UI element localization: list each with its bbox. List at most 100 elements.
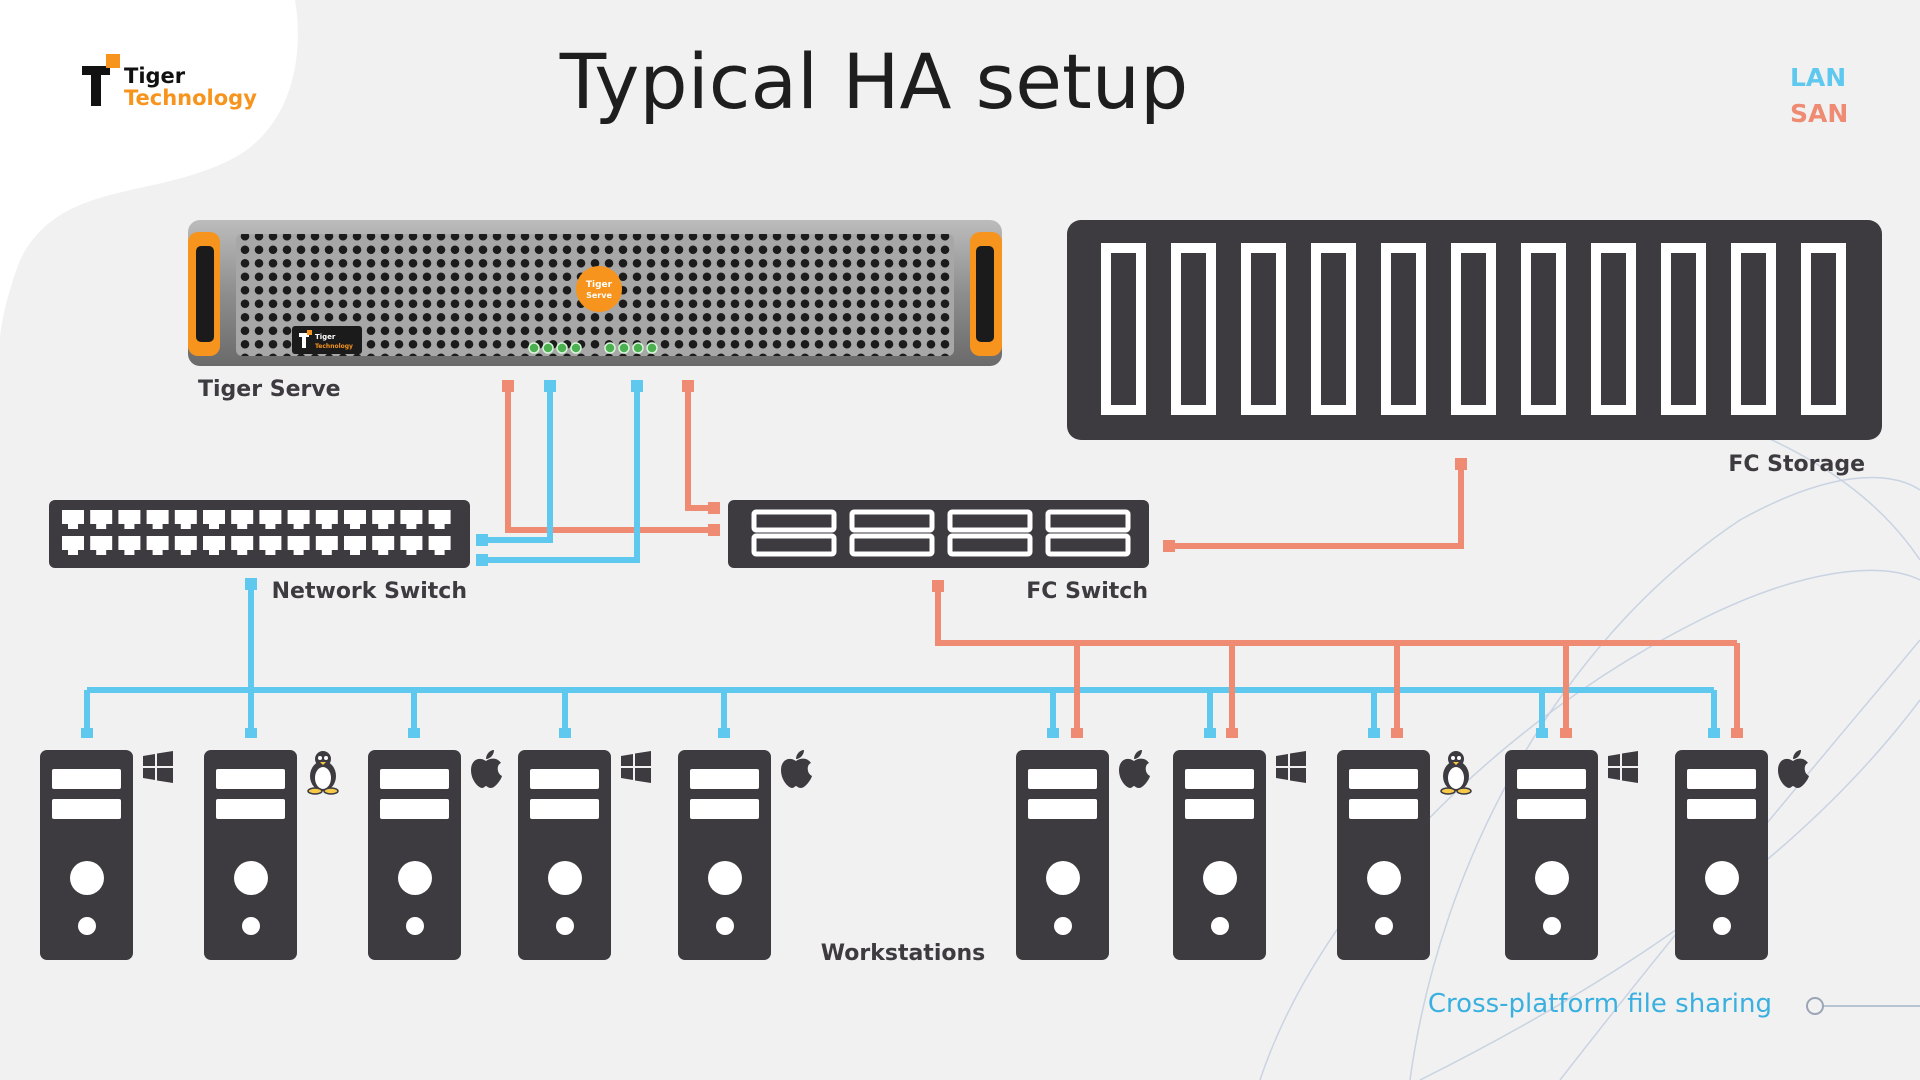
power-button <box>548 861 582 895</box>
label-tiger-serve: Tiger Serve <box>198 377 341 402</box>
drive-bay <box>1185 769 1254 789</box>
drive-bay <box>1349 799 1418 819</box>
switch-port <box>344 536 366 555</box>
power-button <box>398 861 432 895</box>
workstation <box>678 750 812 960</box>
switch-port <box>62 510 84 529</box>
switch-port <box>372 536 395 555</box>
apple-icon <box>1119 750 1150 788</box>
logo-text-technology: Technology <box>124 86 257 110</box>
switch-port <box>315 510 338 529</box>
switch-port <box>231 536 254 555</box>
fc-switch <box>728 500 1149 568</box>
drive-bay <box>530 799 599 819</box>
power-led <box>242 917 260 935</box>
workstation <box>204 750 339 960</box>
switch-port <box>259 536 282 555</box>
switch-port <box>62 536 84 555</box>
lan-cable <box>484 386 640 563</box>
linux-icon <box>307 751 339 795</box>
logo-text-tiger: Tiger <box>124 64 186 88</box>
power-led <box>1054 917 1072 935</box>
workstation <box>1675 750 1809 960</box>
power-led <box>78 917 96 935</box>
switch-port <box>287 536 310 555</box>
workstation <box>518 750 651 960</box>
power-led <box>556 917 574 935</box>
workstation <box>1337 750 1472 960</box>
legend-san: SAN <box>1790 99 1848 128</box>
power-button <box>1367 861 1401 895</box>
drive-bay <box>1028 799 1097 819</box>
power-button <box>1705 861 1739 895</box>
drive-bay <box>690 769 759 789</box>
legend-lan: LAN <box>1790 63 1846 92</box>
workstation <box>1173 750 1306 960</box>
power-button <box>70 861 104 895</box>
svg-text:Serve: Serve <box>586 291 612 300</box>
tagline-cross-platform: Cross-platform file sharing <box>1428 989 1772 1019</box>
tiger-technology-logo: Tiger Technology <box>82 54 257 110</box>
drive-bay <box>1185 799 1254 819</box>
svg-text:Technology: Technology <box>315 343 353 350</box>
label-fc-switch: FC Switch <box>1026 579 1148 604</box>
workstation <box>40 750 173 960</box>
drive-bay <box>380 769 449 789</box>
windows-icon <box>143 751 173 783</box>
switch-port <box>428 510 451 529</box>
switch-port <box>118 536 141 555</box>
drive-bay <box>690 799 759 819</box>
apple-icon <box>1778 750 1809 788</box>
power-led <box>406 917 424 935</box>
label-network-switch: Network Switch <box>272 579 467 604</box>
switch-port <box>372 510 395 529</box>
drive-bay <box>216 769 285 789</box>
switch-port <box>344 510 366 529</box>
linux-icon <box>1440 751 1472 795</box>
cable-connectors <box>81 380 1743 738</box>
switch-port <box>174 510 197 529</box>
label-fc-storage: FC Storage <box>1728 452 1865 477</box>
windows-icon <box>1608 751 1638 783</box>
power-led <box>1211 917 1229 935</box>
page-title: Typical HA setup <box>559 37 1188 126</box>
switch-port <box>203 536 225 555</box>
switch-port <box>90 510 113 529</box>
switch-port <box>231 510 254 529</box>
workstation <box>1016 750 1150 960</box>
svg-text:Tiger: Tiger <box>315 333 336 341</box>
cables <box>84 386 1740 736</box>
drive-bay <box>1517 799 1586 819</box>
drive-bay <box>52 769 121 789</box>
san-cable <box>1166 463 1464 549</box>
san-cable <box>505 386 716 533</box>
server-status-leds <box>528 342 658 354</box>
power-button <box>234 861 268 895</box>
drive-bay <box>1349 769 1418 789</box>
workstation <box>368 750 502 960</box>
workstation <box>1505 750 1638 960</box>
server-badge <box>576 266 622 312</box>
apple-icon <box>471 750 502 788</box>
background-swoosh <box>0 0 298 340</box>
power-button <box>1535 861 1569 895</box>
san-cable <box>685 386 716 511</box>
svg-text:Tiger: Tiger <box>586 280 613 290</box>
tagline-slider-knob <box>1806 997 1920 1015</box>
drive-bay <box>530 769 599 789</box>
lan-cable <box>484 386 553 543</box>
fc-storage <box>1067 220 1882 440</box>
drive-bay <box>1687 769 1756 789</box>
power-led <box>1713 917 1731 935</box>
tiger-serve-server: Tiger Serve Tiger Technology <box>188 220 1002 366</box>
drive-bay <box>1517 769 1586 789</box>
power-led <box>1543 917 1561 935</box>
windows-icon <box>621 751 651 783</box>
switch-port <box>400 510 423 529</box>
switch-ports <box>62 510 451 555</box>
drive-bay <box>380 799 449 819</box>
switch-port <box>400 536 423 555</box>
fc-switch-ports <box>751 509 1131 557</box>
switch-port <box>287 510 310 529</box>
